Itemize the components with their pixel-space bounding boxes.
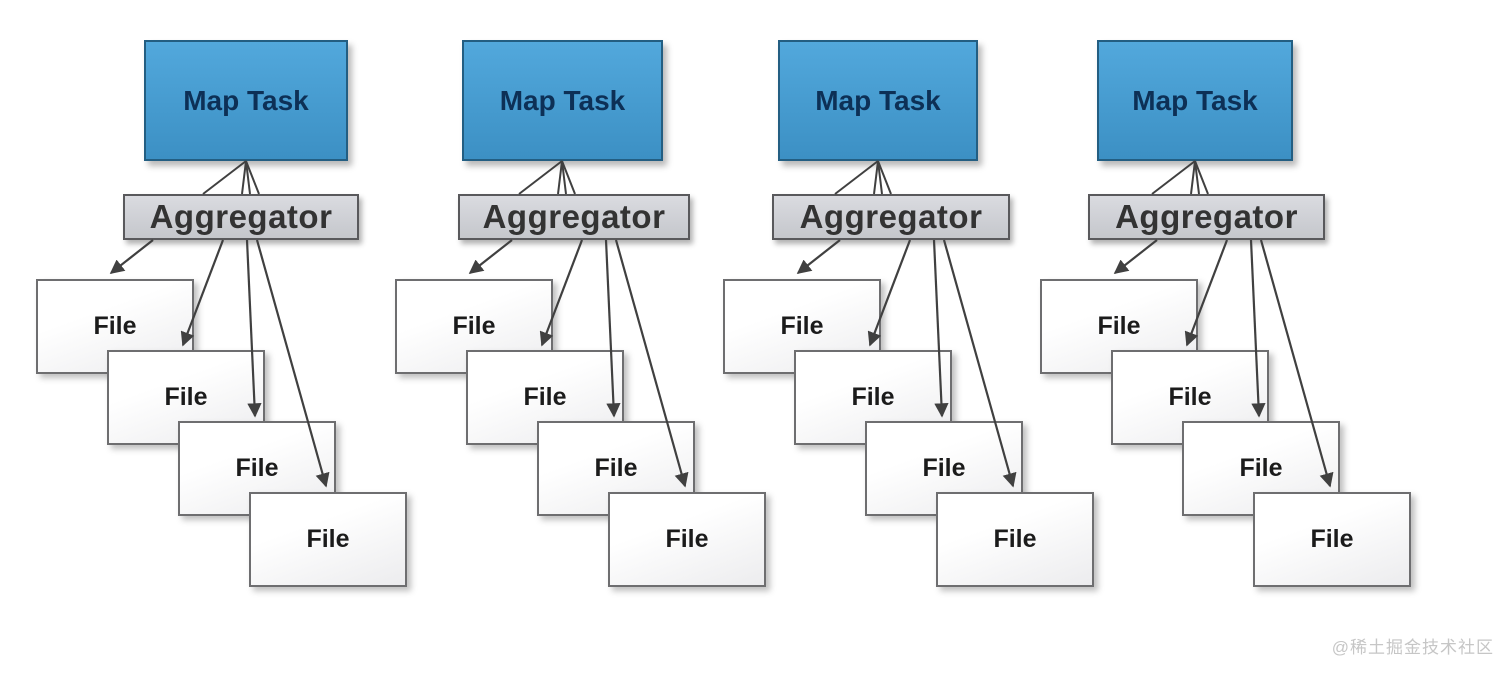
map-to-aggregator-line	[245, 160, 251, 195]
map-to-aggregator-line	[245, 160, 260, 195]
file-box: File	[249, 492, 407, 587]
map-to-aggregator-line	[1190, 160, 1196, 195]
map-task-box: Map Task	[462, 40, 663, 161]
map-to-aggregator-line	[877, 160, 883, 195]
aggregator-to-file-arrow	[109, 239, 154, 274]
aggregator-to-file-arrow	[468, 239, 513, 274]
map-to-aggregator-line	[1151, 160, 1196, 195]
map-to-aggregator-line	[241, 160, 247, 195]
aggregator-box: Aggregator	[123, 194, 359, 240]
aggregator-to-file-arrow	[1113, 239, 1158, 274]
map-task-box: Map Task	[778, 40, 978, 161]
file-box: File	[1253, 492, 1411, 587]
aggregator-box: Aggregator	[772, 194, 1010, 240]
map-to-aggregator-line	[1194, 160, 1209, 195]
aggregator-box: Aggregator	[1088, 194, 1325, 240]
map-task-box: Map Task	[144, 40, 348, 161]
map-to-aggregator-line	[561, 160, 567, 195]
map-to-aggregator-line	[873, 160, 879, 195]
map-to-aggregator-line	[877, 160, 892, 195]
map-to-aggregator-line	[202, 160, 247, 195]
map-to-aggregator-line	[1194, 160, 1200, 195]
aggregator-to-file-arrow	[796, 239, 841, 274]
map-task-box: Map Task	[1097, 40, 1293, 161]
file-box: File	[936, 492, 1094, 587]
file-box: File	[608, 492, 766, 587]
watermark: @稀土掘金技术社区	[1331, 638, 1494, 657]
map-to-aggregator-line	[557, 160, 563, 195]
map-to-aggregator-line	[518, 160, 563, 195]
map-to-aggregator-line	[561, 160, 576, 195]
map-to-aggregator-line	[834, 160, 879, 195]
aggregator-box: Aggregator	[458, 194, 690, 240]
